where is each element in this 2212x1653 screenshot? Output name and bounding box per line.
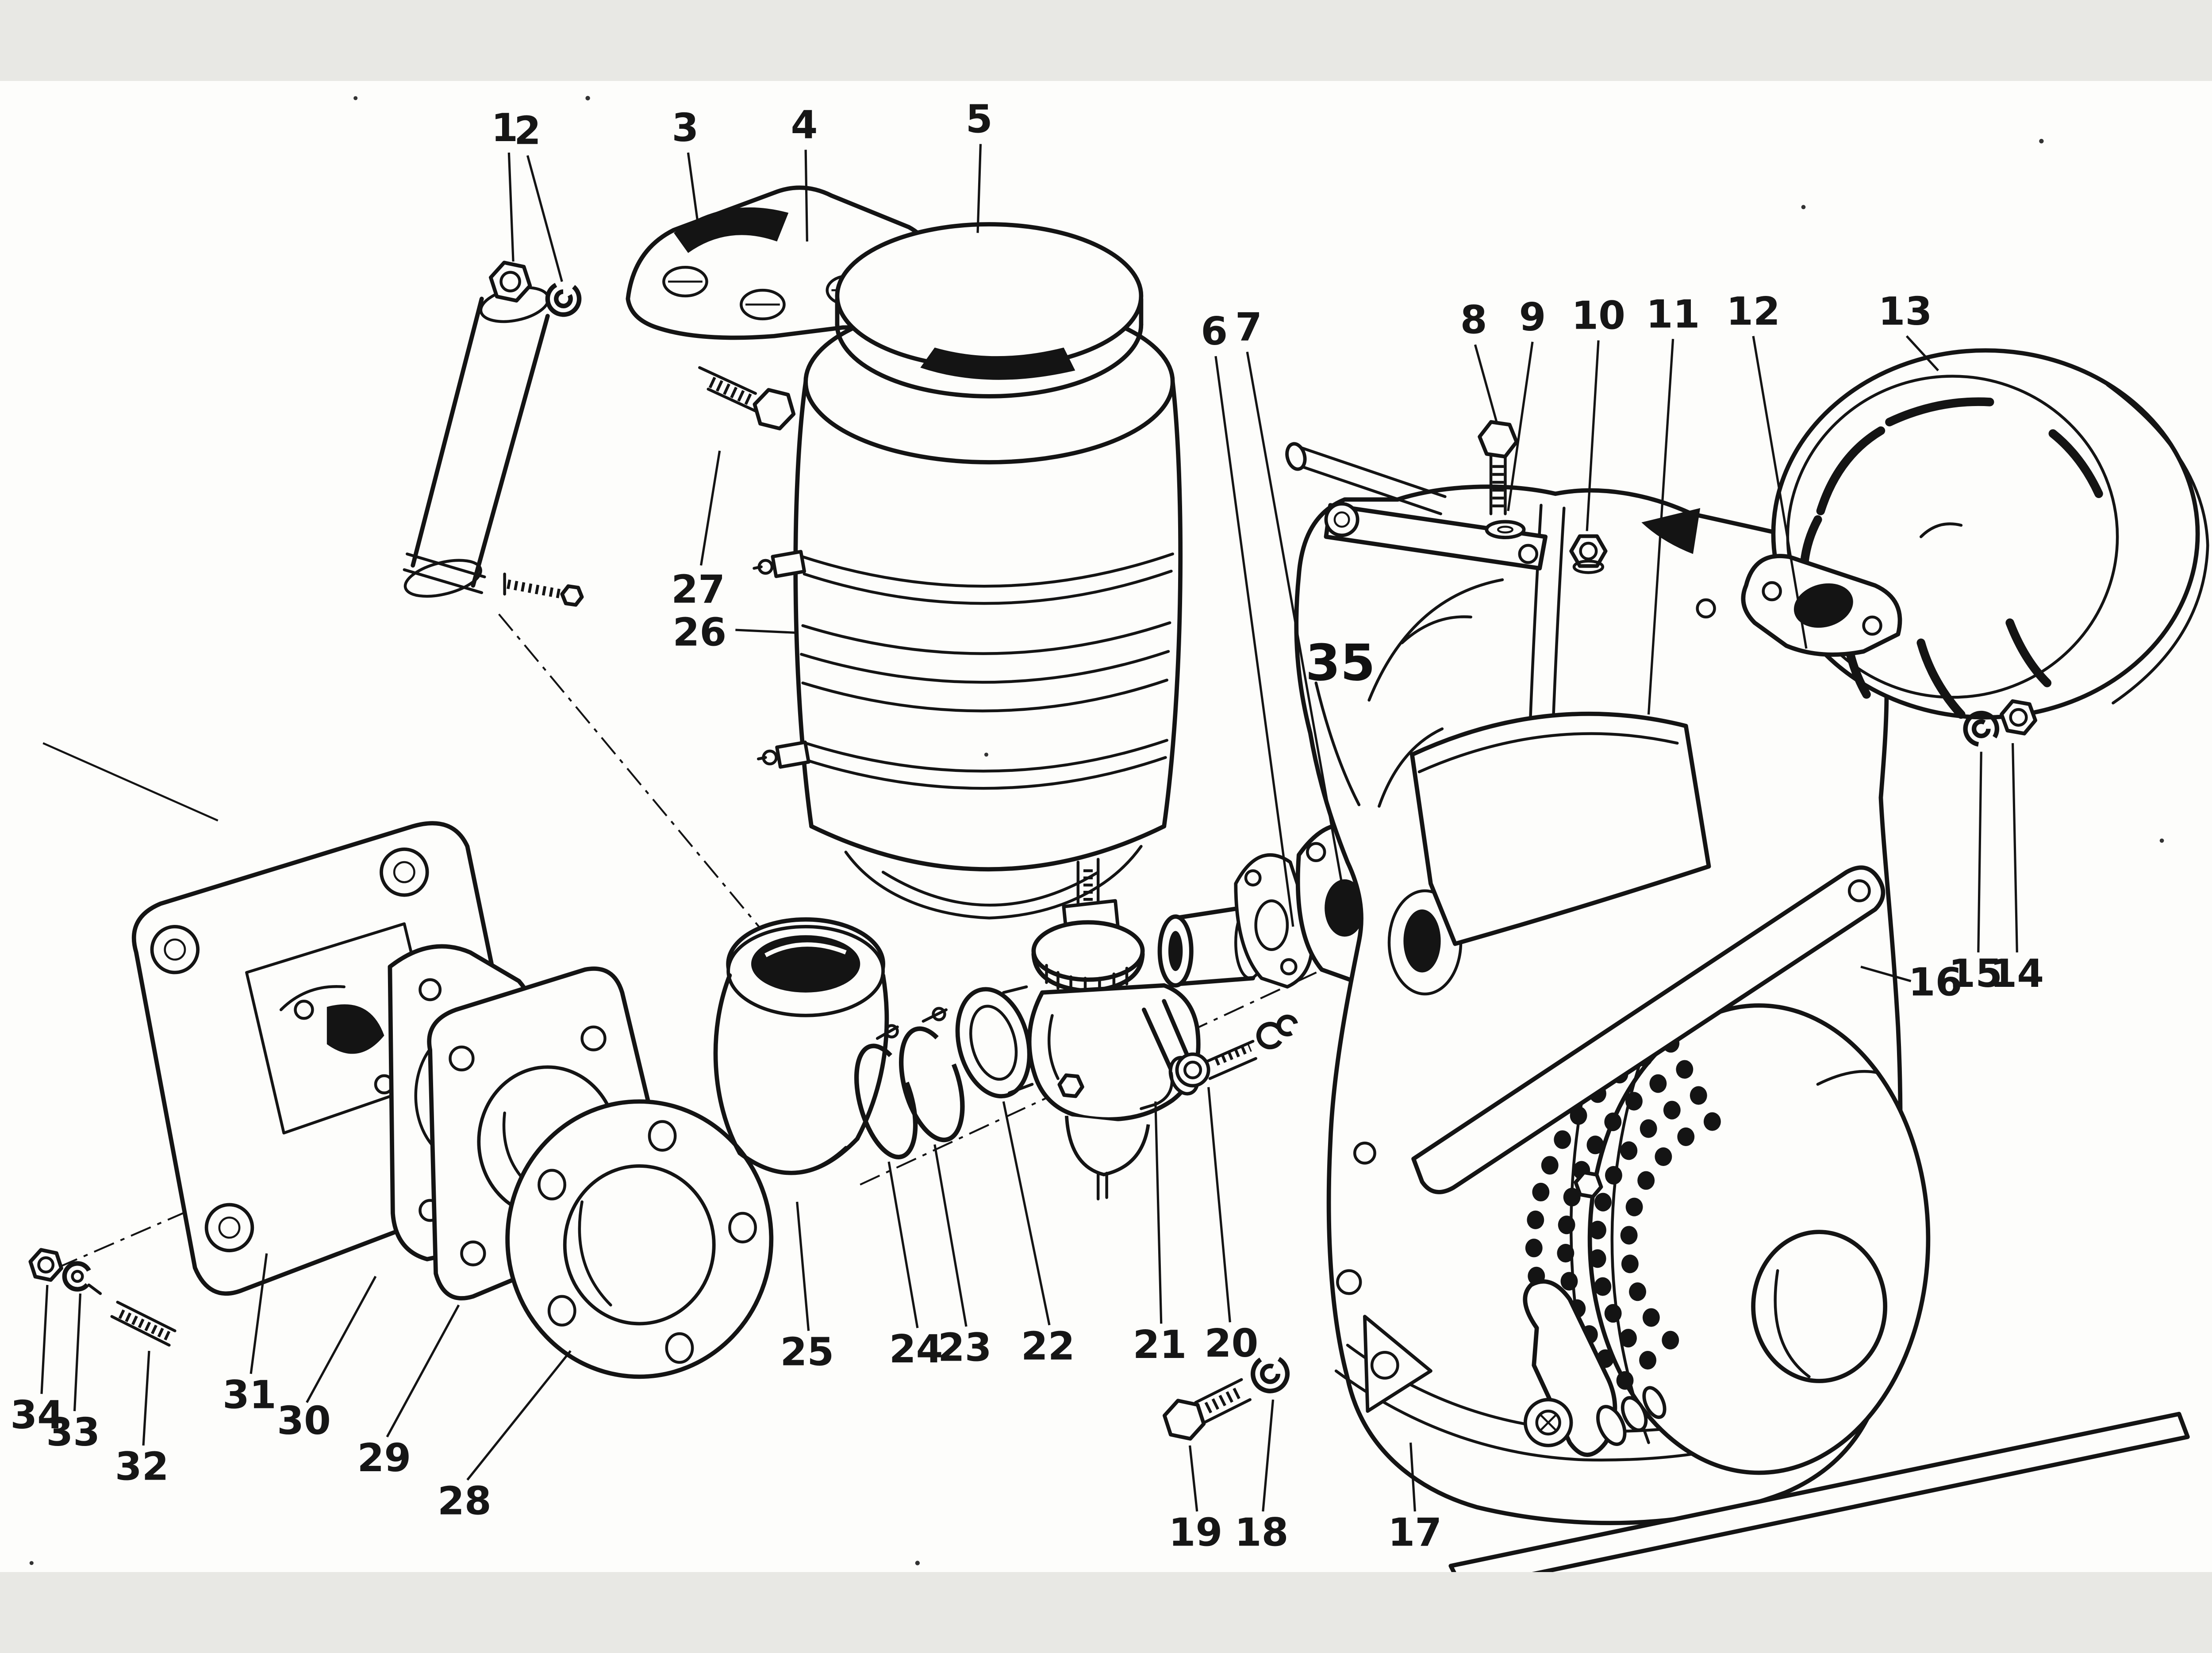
- callout-28: 28: [438, 1479, 492, 1524]
- callout-23: 23: [938, 1325, 992, 1370]
- leader-lines: [40, 144, 2018, 1512]
- callout-31: 31: [223, 1373, 276, 1418]
- callout-22: 22: [1021, 1324, 1075, 1369]
- callout-30: 30: [277, 1398, 331, 1443]
- hex-nut-14: [2000, 699, 2037, 736]
- callout-12: 12: [1726, 289, 1780, 334]
- callout-24: 24: [889, 1327, 943, 1372]
- air-filter-lid: [835, 222, 1144, 399]
- fan-cover-bolt: [1574, 1170, 1603, 1199]
- callout-26: 26: [672, 610, 726, 655]
- hose-clamp-screw: [560, 584, 584, 607]
- hex-nut-small: [28, 1248, 63, 1282]
- hex-bolt-19-head: [1162, 1399, 1206, 1441]
- stud: [110, 1301, 177, 1347]
- callout-18: 18: [1235, 1510, 1289, 1555]
- callout-7: 7: [1235, 305, 1262, 350]
- intake-gasket: [1234, 853, 1314, 989]
- air-filter-band-clamp: [753, 550, 810, 769]
- clamp-ring-24: [854, 1024, 918, 1160]
- callout-5: 5: [966, 97, 993, 142]
- callout-21: 21: [1133, 1323, 1187, 1368]
- callout-4: 4: [791, 103, 818, 148]
- flange-ring: [505, 1099, 774, 1379]
- callout-17: 17: [1388, 1510, 1442, 1555]
- carb-drain-bolt: [1057, 1074, 1084, 1098]
- deflector-plate: [1409, 712, 1711, 947]
- washer-9: [1485, 520, 1526, 540]
- intake-hose: [403, 286, 563, 599]
- intake-elbow: [713, 917, 889, 1175]
- callout-2: 2: [514, 108, 541, 153]
- callout-13: 13: [1878, 289, 1932, 334]
- support-strap: [1411, 865, 1886, 1195]
- callout-1: 1: [491, 106, 518, 151]
- callout-19: 19: [1169, 1510, 1223, 1555]
- washer-18: [1250, 1354, 1290, 1394]
- callout-34: 34: [10, 1392, 64, 1438]
- parts-diagram-sheet: 1 2 3 4 5 6 7 8 9 10 11 12 13 14 15 16 1…: [0, 81, 2212, 1572]
- assembly-label-35: 35: [1306, 634, 1375, 692]
- top-bracket-bar: [1285, 442, 1548, 571]
- hex-nut-1: [488, 261, 532, 303]
- callout-16: 16: [1909, 960, 1962, 1005]
- exploded-parts-diagram: 1 2 3 4 5 6 7 8 9 10 11 12 13 14 15 16 1…: [10, 96, 2209, 1572]
- socket-screw-20: [1175, 1015, 1298, 1088]
- callout-14: 14: [1990, 951, 2044, 996]
- callout-32: 32: [115, 1444, 169, 1489]
- clamp-ring-23: [899, 1007, 965, 1143]
- callout-10: 10: [1571, 293, 1625, 338]
- callout-27: 27: [671, 567, 725, 612]
- bell-cover: [1771, 348, 2209, 720]
- spring-clip: [62, 1261, 102, 1296]
- callout-20: 20: [1205, 1321, 1259, 1366]
- wing-handle: [1523, 1279, 1667, 1457]
- callout-labels: 1 2 3 4 5 6 7 8 9 10 11 12 13 14 15 16 1…: [10, 97, 2044, 1555]
- lock-washer-15: [1963, 711, 2000, 747]
- callout-29: 29: [357, 1436, 411, 1481]
- callout-11: 11: [1646, 292, 1700, 337]
- hex-nut-10: [1569, 534, 1608, 575]
- hex-bolt-19: [1194, 1378, 1252, 1424]
- callout-6: 6: [1201, 309, 1228, 354]
- callout-8: 8: [1460, 298, 1487, 343]
- callout-3: 3: [672, 106, 699, 151]
- callout-25: 25: [780, 1330, 834, 1375]
- carburetor: [1027, 858, 1201, 1201]
- scan-speckles: [29, 96, 2164, 1566]
- hex-bolt-27-head: [753, 388, 796, 431]
- exhaust-flange: [1741, 554, 1902, 657]
- callout-9: 9: [1519, 295, 1546, 340]
- rubber-sleeve: [955, 986, 1034, 1099]
- hex-bolt-8: [1489, 455, 1507, 516]
- corner-bracket: [1363, 1315, 1432, 1413]
- callout-33: 33: [46, 1410, 100, 1455]
- hex-bolt-8-head: [1478, 420, 1519, 459]
- lower-strap: [1448, 1412, 2190, 1572]
- callout-15: 15: [1948, 951, 2002, 996]
